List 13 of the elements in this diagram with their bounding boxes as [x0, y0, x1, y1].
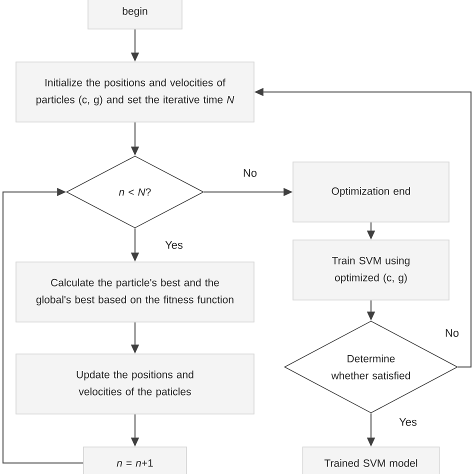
process-box: Calculate the particle's best and the global's best based on the fitness function — [16, 262, 254, 322]
process-box: Initialize the positions and velocities of particles (c, g) and set the iterative time N — [16, 62, 254, 122]
process-box: n = n+1 — [83, 446, 187, 474]
arrow — [2, 188, 84, 464]
process-box: Update the positions and velocities of the paticles — [16, 354, 254, 414]
process-box: Optimization end — [292, 162, 450, 222]
edge-label: Yes — [398, 417, 418, 427]
edge-label: No — [444, 328, 460, 338]
edge-label: Yes — [164, 240, 184, 250]
process-box: begin — [88, 0, 182, 30]
process-box: Trained SVM model — [302, 446, 440, 474]
edge-label: No — [242, 168, 258, 178]
process-box: Train SVM using optimized (c, g) — [292, 240, 450, 300]
